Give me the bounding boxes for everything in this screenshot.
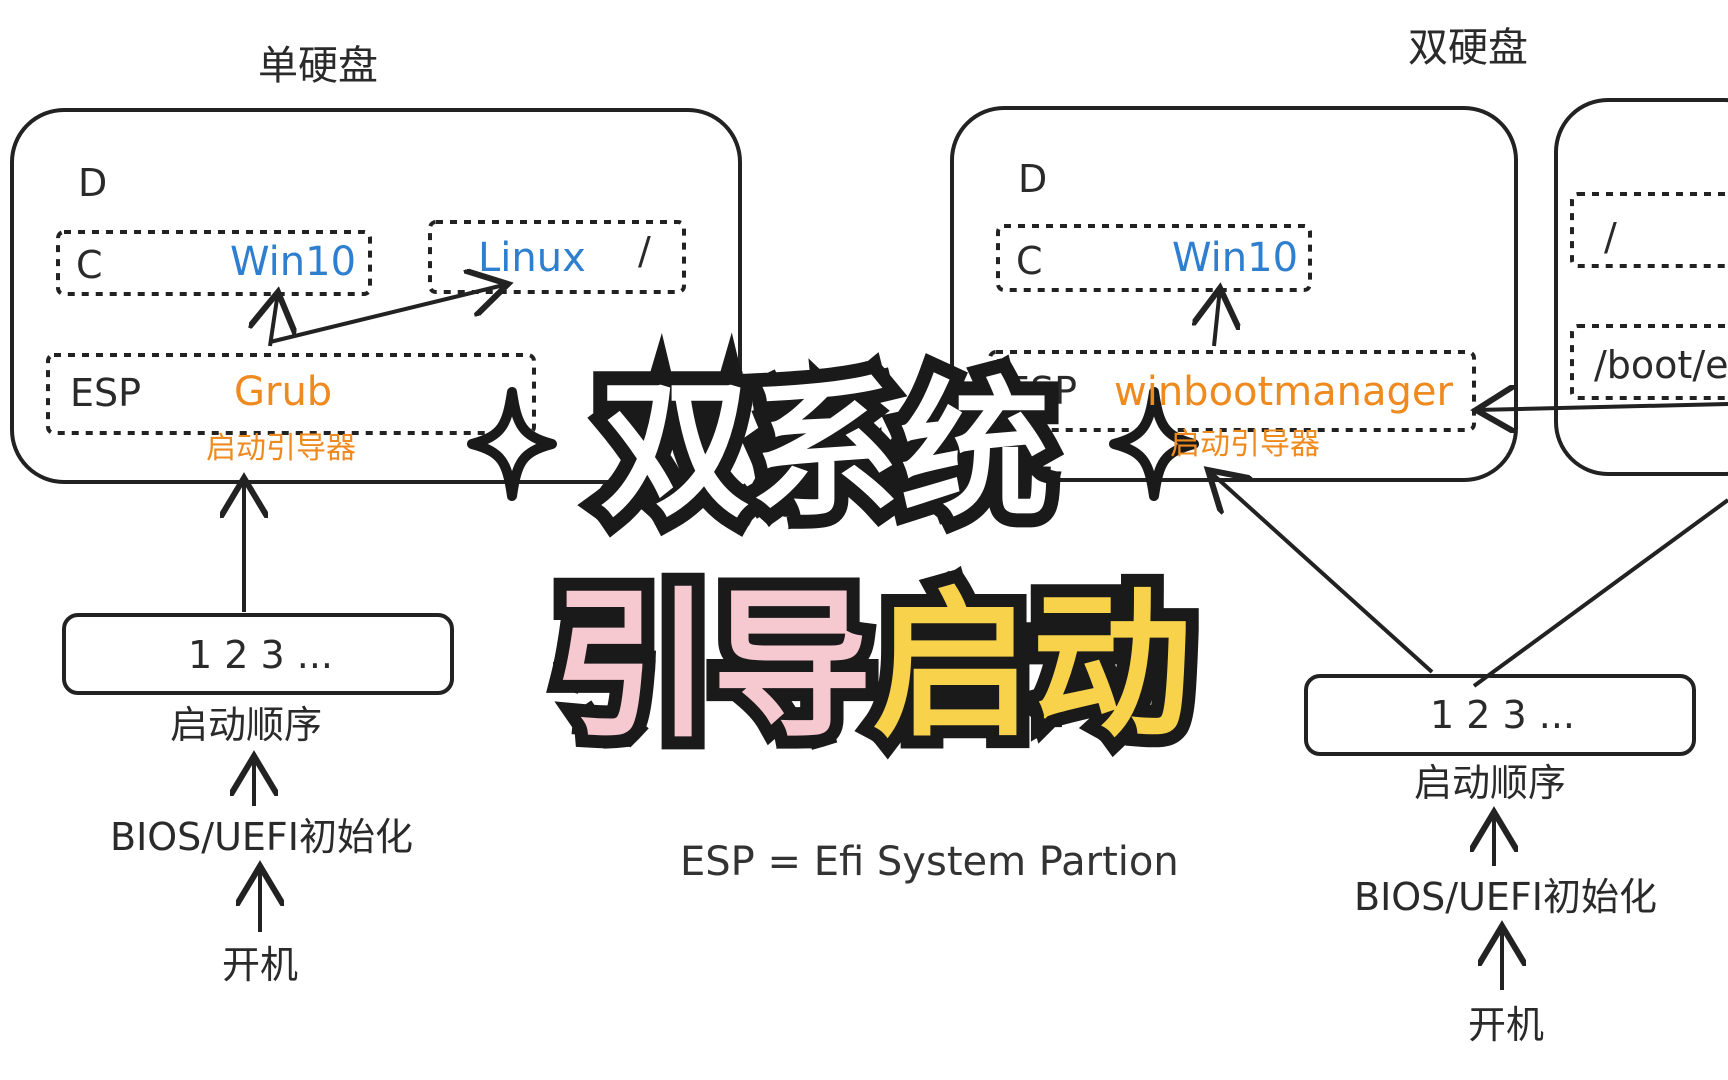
right-loader-caption: 启动引导器: [1170, 427, 1320, 462]
left-loader-caption: 启动引导器: [206, 431, 356, 466]
left-bios-caption: BIOS/UEFI初始化: [110, 815, 413, 859]
left-disk-box: [10, 108, 742, 484]
right-manager-label: winbootmanager: [1114, 369, 1453, 415]
right-c-partition: [996, 224, 1312, 292]
right-order-caption: 启动顺序: [1414, 761, 1567, 805]
right-heading: 双硬盘: [1408, 25, 1528, 71]
right-power-caption: 开机: [1468, 1003, 1545, 1047]
overlay-title-line2-yellow: 启动: [859, 572, 1205, 759]
right-c-label: C: [1016, 239, 1043, 283]
overlay-title-line2-pink: 引导: [539, 572, 885, 759]
arrow-grub-to-win: [270, 292, 278, 347]
left-c-partition: [56, 230, 372, 296]
left-root-label: /: [638, 229, 651, 273]
right-win-label: Win10: [1172, 235, 1299, 281]
sparkle-right: [1109, 387, 1199, 501]
left-disk-label: D: [78, 161, 108, 205]
right-boot-label: /boot/efi: [1594, 343, 1728, 387]
right-esp-label: ESP: [1006, 369, 1078, 413]
right-disk-label: D: [1018, 157, 1048, 201]
sparkle-left: [467, 387, 557, 501]
arrow-boot-to-manager: [1476, 404, 1728, 410]
right-boot-partition: [1570, 324, 1728, 400]
right-root-partition: [1570, 192, 1728, 268]
left-linux-partition: [428, 220, 686, 294]
right-esp-partition: [988, 350, 1476, 432]
arrow-order-to-esp: [1208, 470, 1434, 674]
right-root-label: /: [1604, 215, 1617, 259]
arrow-order-to-second-disk: [1472, 498, 1728, 688]
left-linux-label: Linux: [478, 235, 586, 281]
esp-definition-note: ESP = Efi System Partion: [680, 839, 1179, 885]
right-order-box: [1304, 674, 1696, 756]
left-win-label: Win10: [230, 239, 357, 285]
left-order-box: [62, 613, 454, 695]
right-bios-caption: BIOS/UEFI初始化: [1354, 875, 1657, 919]
left-heading: 单硬盘: [258, 43, 378, 89]
left-c-label: C: [76, 243, 103, 287]
left-esp-label: ESP: [70, 371, 142, 415]
overlay-title-line1: 双系统: [586, 362, 1064, 540]
right-order-values: 1 2 3 ...: [1430, 693, 1576, 737]
left-grub-label: Grub: [234, 369, 333, 415]
left-order-values: 1 2 3 ...: [188, 633, 334, 677]
arrow-grub-to-linux: [269, 284, 508, 344]
left-power-caption: 开机: [222, 943, 299, 987]
overlay-title-line2: 引导启动: [539, 573, 1205, 759]
right-second-disk-box: [1554, 98, 1728, 476]
left-order-caption: 启动顺序: [170, 703, 323, 747]
arrow-manager-to-win: [1214, 288, 1220, 347]
